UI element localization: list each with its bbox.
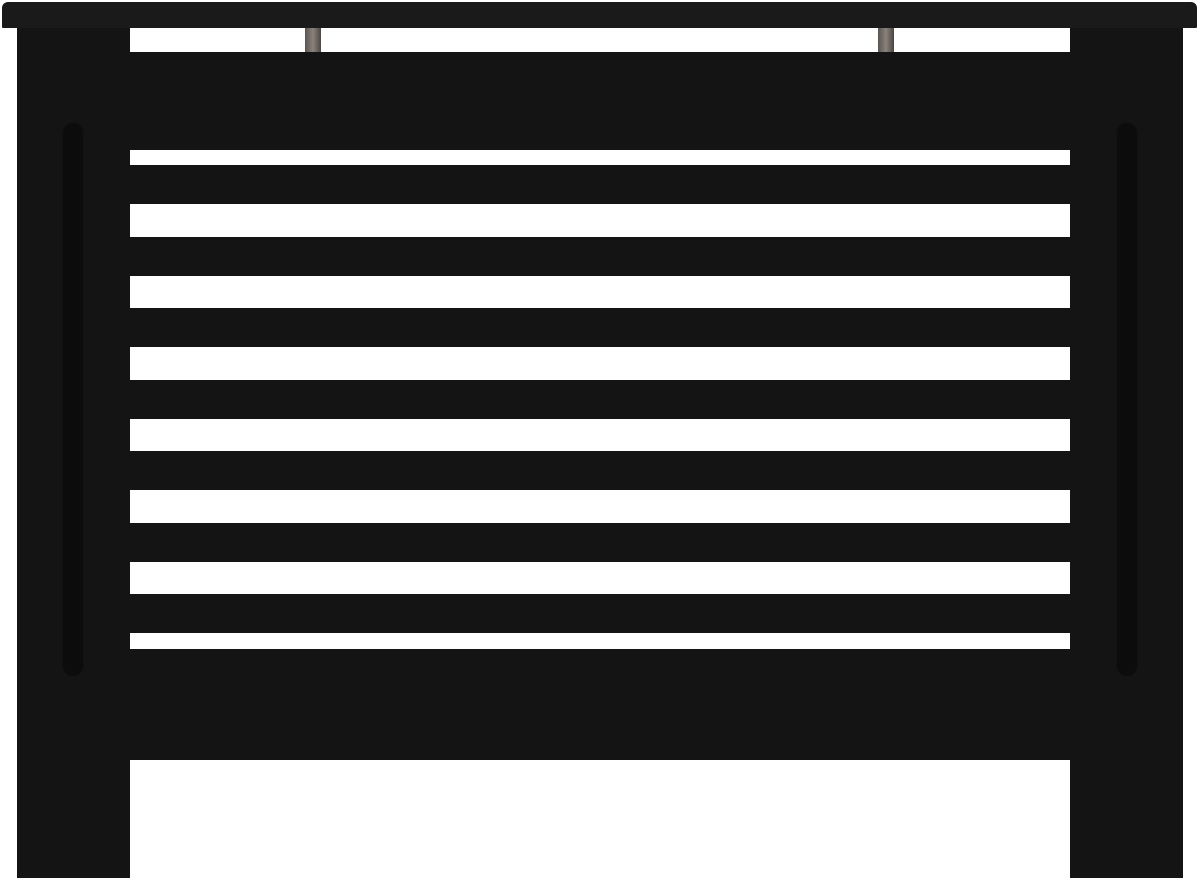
slat (130, 165, 1070, 204)
bracket-left (305, 28, 321, 52)
slat (130, 451, 1070, 490)
slat (130, 379, 1070, 419)
slat (130, 236, 1070, 276)
right-slot (1116, 122, 1138, 677)
slat (130, 522, 1070, 562)
bottom-rail (130, 649, 1070, 760)
top-rail (130, 52, 1070, 150)
top-board (2, 2, 1197, 28)
slat (130, 594, 1070, 633)
bracket-right (878, 28, 894, 52)
left-slot (62, 122, 84, 677)
slat (130, 308, 1070, 347)
